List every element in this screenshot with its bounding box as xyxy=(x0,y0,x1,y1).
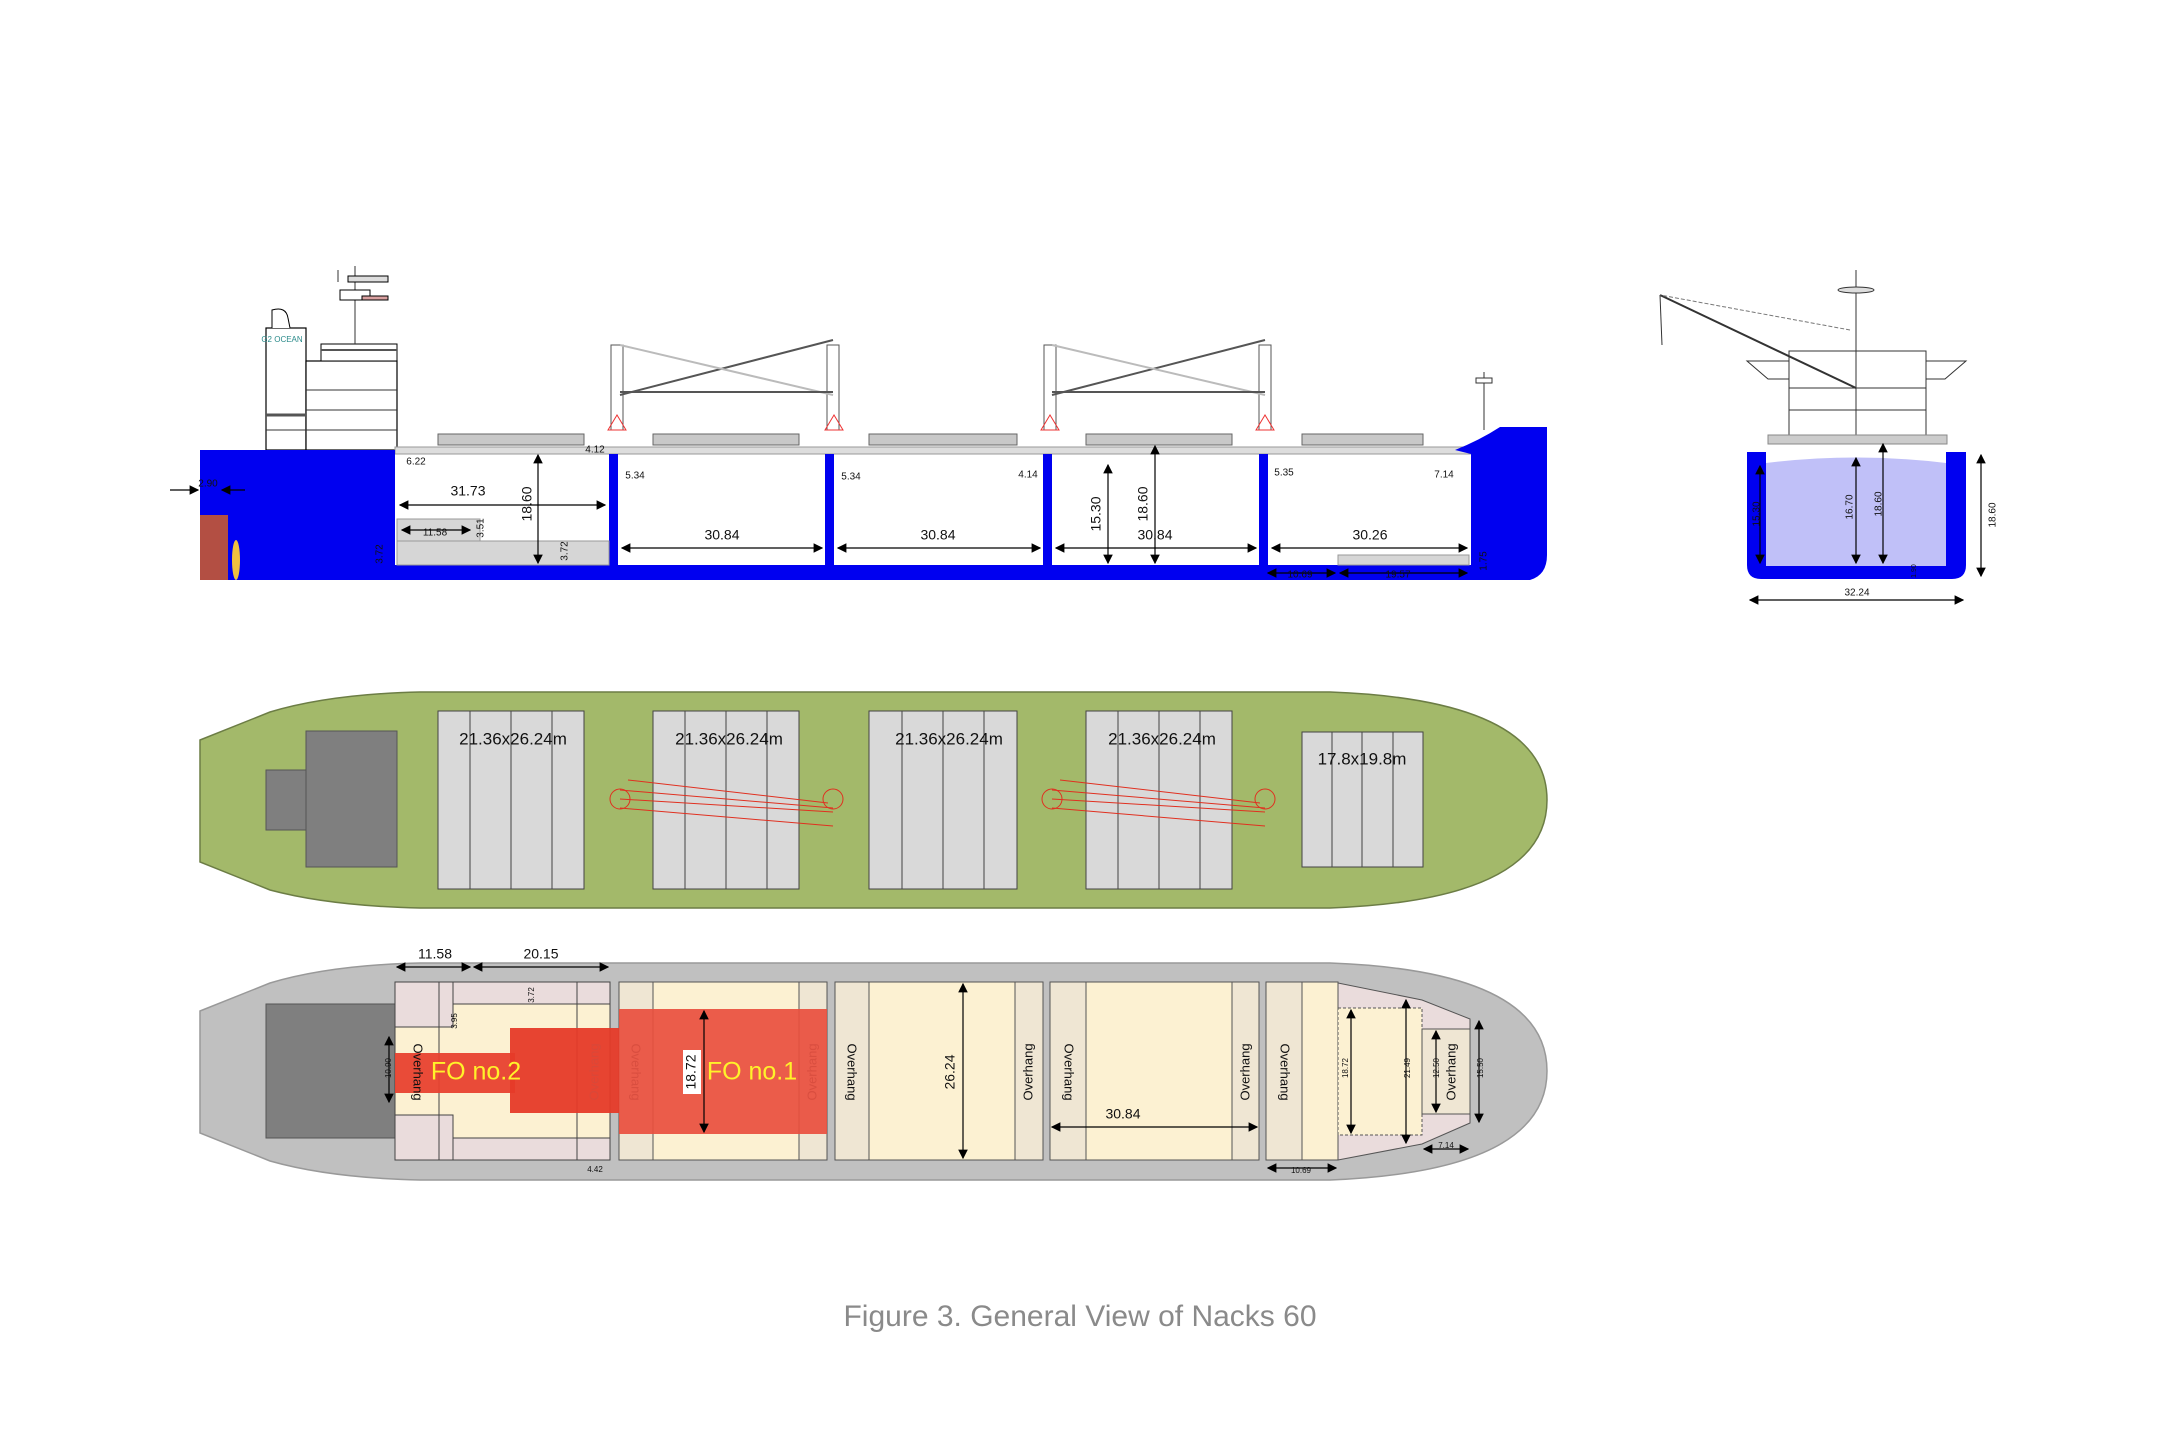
dim-label: 11.58 xyxy=(418,946,452,962)
dim-label: 30.84 xyxy=(920,527,955,543)
dim-label: 32.24 xyxy=(1844,588,1869,599)
dim-label: 12.50 xyxy=(1432,1057,1441,1078)
tank-top-dimension-labels: 11.58 20.15 3.72 3.95 10.90 18.72 26.24 … xyxy=(384,946,1485,1175)
double-bottom-tanks xyxy=(396,518,1470,566)
fo-tank-2-label: FO no.2 xyxy=(431,1058,521,1086)
hatch-size-label: 21.36x26.24m xyxy=(459,729,567,748)
dim-label: 19.57 xyxy=(1385,570,1410,581)
overhang-label: Overhang xyxy=(586,1043,601,1100)
crane-boom xyxy=(1659,294,1857,389)
dim-label: 3.72 xyxy=(375,544,386,564)
dim-label: 5.34 xyxy=(625,471,645,482)
fo-tank-1-label: FO no.1 xyxy=(707,1058,797,1086)
fo-tank-2 xyxy=(395,1053,515,1093)
dim-label: 4.12 xyxy=(585,445,605,456)
dim-label: 2.90 xyxy=(198,479,218,490)
tank-top-plan-view: Overhang Overhang Overhang Overhang Over… xyxy=(199,946,1548,1181)
superstructure: G2 OCEAN xyxy=(261,266,398,451)
dim-label: 30.84 xyxy=(1105,1106,1140,1122)
main-deck xyxy=(394,446,1472,455)
dim-label: 6.22 xyxy=(406,457,426,468)
hatch-size-label: 21.36x26.24m xyxy=(1108,729,1216,748)
deck-cranes xyxy=(607,339,1493,431)
rudder xyxy=(200,515,228,580)
dim-label: 10.69 xyxy=(1287,570,1312,581)
profile-dimension-labels: 2.90 6.22 31.73 18.60 11.58 3.51 3.72 3.… xyxy=(198,445,1489,581)
dim-label: 15.50 xyxy=(1476,1057,1485,1078)
dim-label: 18.60 xyxy=(519,486,535,521)
overhang-label: Overhang xyxy=(1443,1043,1458,1100)
dim-label: 4.42 xyxy=(587,1165,603,1174)
propeller xyxy=(232,540,240,580)
crane-pair-1 xyxy=(607,339,844,431)
overhang-label: Overhang xyxy=(1062,1043,1077,1100)
dim-label: 18.72 xyxy=(1341,1057,1350,1078)
dim-label: 16.70 xyxy=(1845,494,1856,519)
dim-label: 30.84 xyxy=(704,527,739,543)
dim-label: 30.84 xyxy=(1137,527,1172,543)
dim-label: 1.75 xyxy=(1479,551,1490,571)
overhang-label: Overhang xyxy=(1237,1043,1252,1100)
hatch-size-label: 21.36x26.24m xyxy=(895,729,1003,748)
dim-label: 7.14 xyxy=(1438,1141,1454,1150)
dim-label: 5.34 xyxy=(841,472,861,483)
midship-section-view: 15.30 16.70 18.60 18.60 32.24 1.90 xyxy=(1659,270,1999,605)
dim-label: 10.90 xyxy=(384,1057,393,1078)
dim-label: 31.73 xyxy=(450,483,485,499)
overhang-label: Overhang xyxy=(1020,1043,1035,1100)
figure-caption: Figure 3. General View of Nacks 60 xyxy=(843,1300,1316,1333)
dim-label: 3.72 xyxy=(560,541,571,561)
dim-label: 3.95 xyxy=(450,1013,459,1029)
dim-label: 30.26 xyxy=(1352,527,1387,543)
section-hull xyxy=(1747,452,1966,579)
deck-plan-view: 21.36x26.24m 21.36x26.24m 21.36x26.24m 2… xyxy=(199,691,1548,909)
profile-view: G2 OCEAN xyxy=(170,266,1547,581)
crane-footprints xyxy=(609,779,1276,827)
overhang-label: Overhang xyxy=(1278,1043,1293,1100)
hatch-size-label: 17.8x19.8m xyxy=(1318,749,1407,768)
overhang-label: Overhang xyxy=(845,1043,860,1100)
hull-structure xyxy=(200,427,1547,580)
fo-tank-1 xyxy=(619,1009,827,1134)
dim-label: 20.15 xyxy=(523,946,558,962)
hatch-covers xyxy=(437,433,1424,446)
dim-label: 26.24 xyxy=(942,1054,958,1089)
dim-label: 18.72 xyxy=(683,1054,699,1089)
profile-dimension-lines xyxy=(170,444,1469,578)
dim-label: 15.30 xyxy=(1752,501,1763,526)
deckhouse xyxy=(305,730,398,868)
dim-label: 18.60 xyxy=(1874,491,1885,516)
overhang-labels: Overhang Overhang Overhang Overhang Over… xyxy=(411,1043,1459,1100)
dim-label: 7.14 xyxy=(1434,470,1454,481)
dim-label: 3.51 xyxy=(476,518,487,538)
overhang-label: Overhang xyxy=(629,1043,644,1100)
hatch-size-label: 21.36x26.24m xyxy=(675,729,783,748)
overhang-label: Overhang xyxy=(411,1043,426,1100)
crane-pair-2 xyxy=(1040,339,1275,431)
dim-label: 18.60 xyxy=(1988,502,1999,527)
overhang-label: Overhang xyxy=(804,1043,819,1100)
dim-label: 10.69 xyxy=(1291,1166,1312,1175)
fuel-oil-tanks xyxy=(395,1009,827,1134)
dim-label: 18.60 xyxy=(1135,486,1151,521)
tank-top-dimension-lines xyxy=(384,962,1484,1173)
hatches xyxy=(437,710,1424,890)
engine-room xyxy=(265,1003,396,1139)
dim-label: 4.14 xyxy=(1018,470,1038,481)
dim-label: 3.72 xyxy=(527,987,536,1003)
dim-label: 11.58 xyxy=(423,528,448,539)
dim-label: 5.35 xyxy=(1274,468,1294,479)
g2-ocean-logo: G2 OCEAN xyxy=(261,335,303,344)
dim-label: 15.30 xyxy=(1088,496,1104,531)
dim-label: 1.90 xyxy=(1911,564,1918,578)
dim-label: 21.49 xyxy=(1403,1057,1412,1078)
